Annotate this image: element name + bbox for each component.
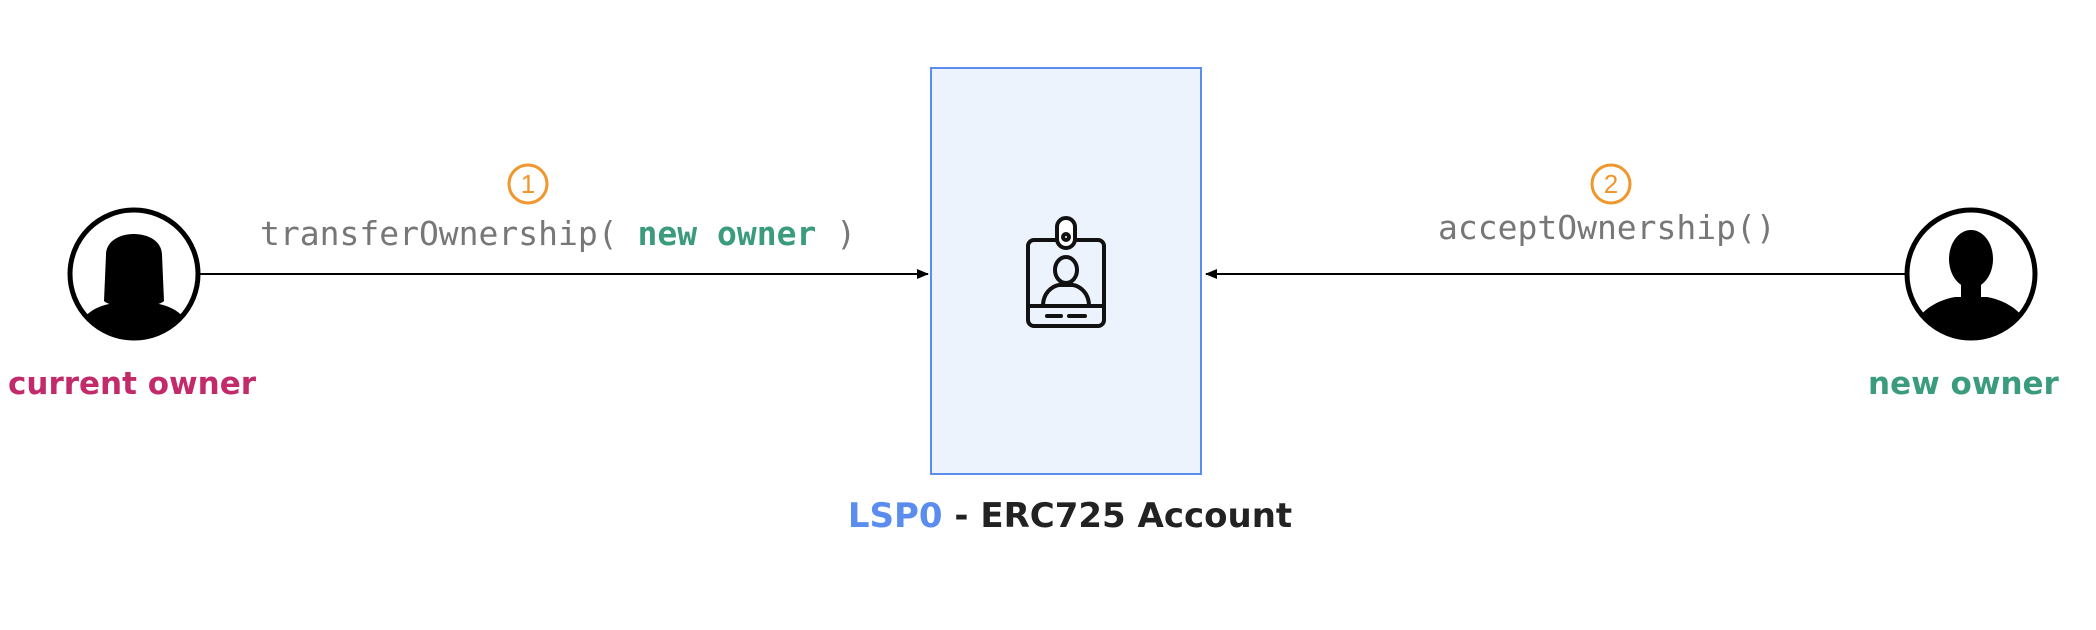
transfer-call-param: new owner bbox=[637, 214, 817, 253]
new-owner-avatar bbox=[1903, 205, 2039, 343]
step-2-badge: 2 bbox=[1589, 162, 1633, 206]
woman-avatar-icon bbox=[67, 207, 201, 341]
step-2-number: 2 bbox=[1604, 169, 1618, 199]
id-badge-icon bbox=[1023, 214, 1109, 335]
current-owner-avatar bbox=[66, 205, 202, 343]
transfer-ownership-call: transferOwnership( new owner ) bbox=[260, 214, 856, 253]
accept-ownership-call: acceptOwnership() bbox=[1438, 208, 1776, 247]
new-owner-label: new owner bbox=[1868, 366, 2059, 402]
account-name-highlight: LSP0 bbox=[847, 496, 943, 536]
transfer-call-suffix: ) bbox=[836, 214, 857, 253]
transfer-call-prefix: transferOwnership( bbox=[260, 214, 618, 253]
current-owner-label: current owner bbox=[8, 366, 257, 402]
account-caption: LSP0 - ERC725 Account bbox=[0, 496, 2096, 536]
account-box bbox=[930, 67, 1202, 475]
man-avatar-icon bbox=[1904, 207, 2038, 341]
account-name-rest: - ERC725 Account bbox=[942, 496, 1293, 536]
step-1-number: 1 bbox=[521, 169, 535, 199]
step-1-badge: 1 bbox=[506, 162, 550, 206]
